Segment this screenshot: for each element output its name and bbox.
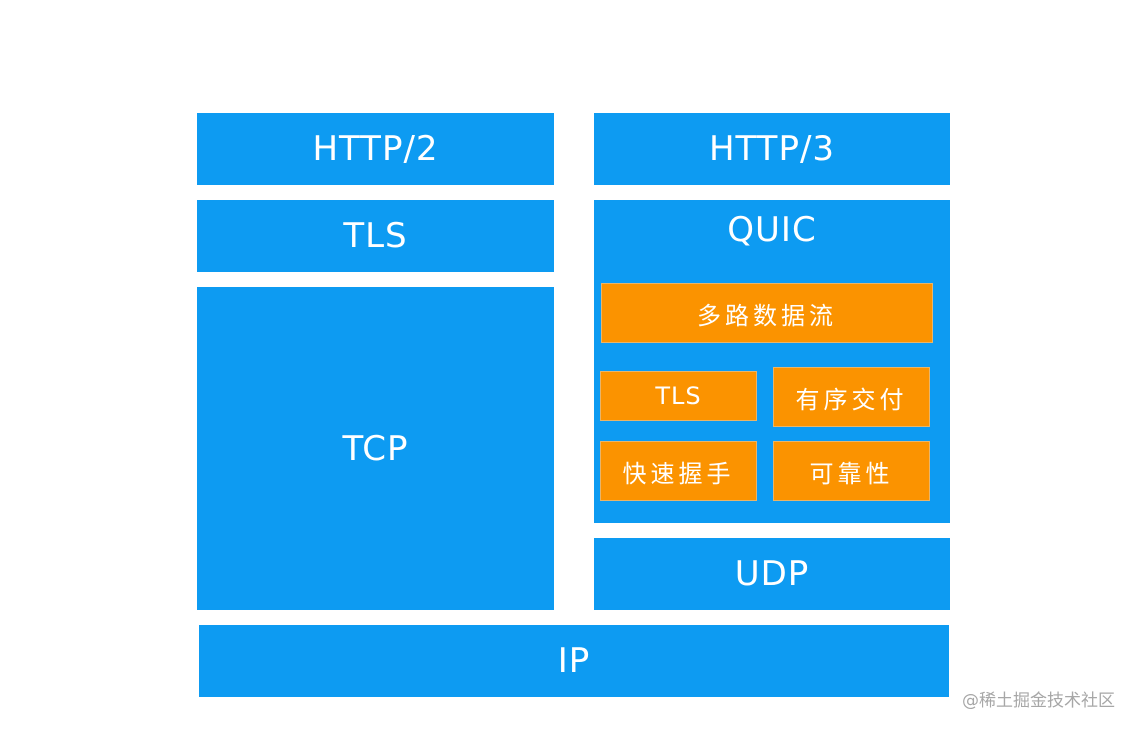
quic-title: QUIC (727, 210, 817, 250)
tcp-layer: TCP (197, 287, 554, 610)
http2-layer: HTTP/2 (197, 113, 554, 185)
feature-reliability: 可靠性 (773, 441, 930, 501)
watermark: @稀土掘金技术社区 (962, 691, 1115, 711)
feature-multiplexing: 多路数据流 (601, 283, 933, 343)
feature-ordered-delivery: 有序交付 (773, 367, 930, 427)
udp-layer: UDP (594, 538, 950, 610)
tls-layer: TLS (197, 200, 554, 272)
feature-fast-handshake: 快速握手 (600, 441, 757, 501)
ip-layer: IP (199, 625, 949, 697)
http3-layer: HTTP/3 (594, 113, 950, 185)
quic-layer: QUIC 多路数据流 TLS 有序交付 快速握手 可靠性 (594, 200, 950, 523)
feature-tls: TLS (600, 371, 757, 421)
